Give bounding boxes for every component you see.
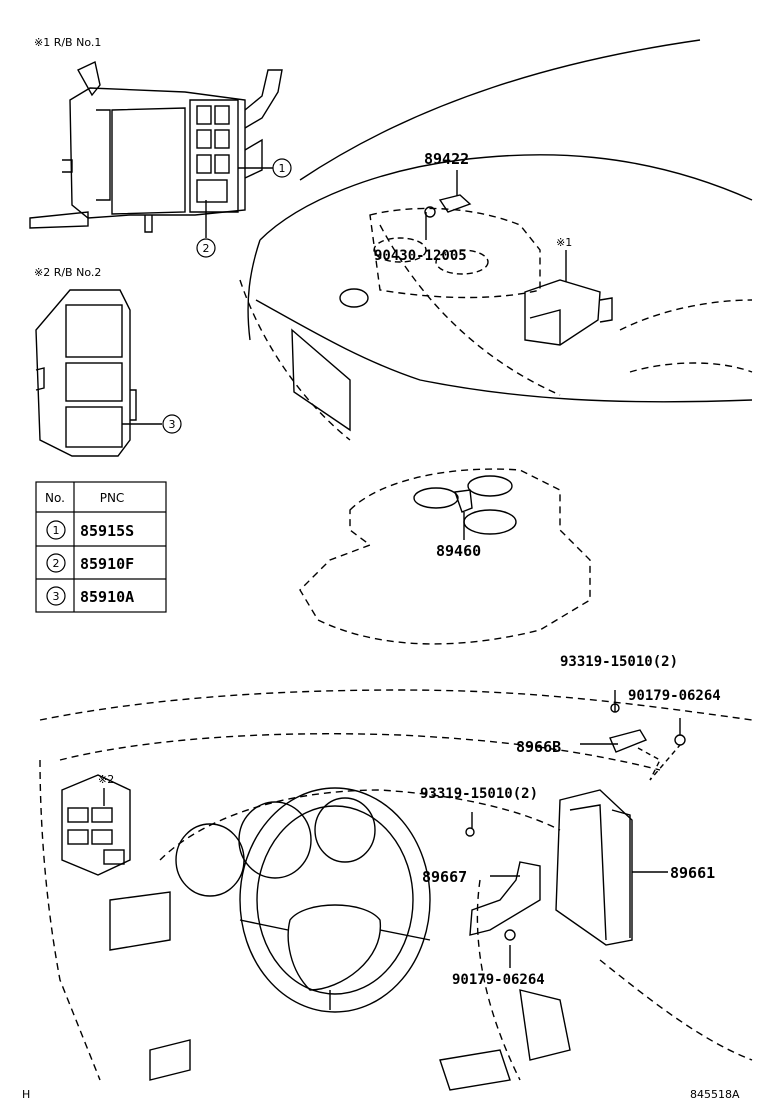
dashboard-drawing — [39, 689, 753, 1091]
relay-block-2-title: ※2 R/B No.2 — [34, 266, 101, 279]
callout-circle-2 — [196, 238, 216, 258]
table-row-1-circle — [46, 520, 66, 540]
relay-block-1-drawing — [29, 60, 283, 233]
table-row-3-no: 3 — [53, 590, 60, 603]
part-89667: 89667 — [422, 868, 467, 886]
part-90179-06264-bottom: 90179-06264 — [452, 972, 545, 988]
pnc-table — [35, 481, 167, 613]
relay-block-2-drawing — [35, 289, 137, 457]
callout-2-text: 2 — [203, 242, 210, 255]
table-row-1-pnc: 85915S — [80, 522, 134, 540]
engine-bay-drawing — [239, 39, 753, 441]
part-93319-15010-mid: 93319-15010(2) — [420, 786, 538, 802]
callout-circle-3 — [162, 414, 182, 434]
table-row-1-no: 1 — [53, 524, 60, 537]
footer-left-code: H — [22, 1088, 30, 1101]
relay-block-1-title: ※1 R/B No.1 — [34, 36, 101, 49]
table-row-2-pnc: 85910F — [80, 555, 134, 573]
table-row-3-circle — [46, 586, 66, 606]
table-header-pnc: PNC — [100, 491, 125, 505]
part-89422: 89422 — [424, 150, 469, 168]
callout-1-text: 1 — [279, 162, 286, 175]
part-93319-15010-top: 93319-15010(2) — [560, 654, 678, 670]
engine-rb-ref: ※1 — [556, 236, 572, 249]
callout-3-text: 3 — [169, 418, 176, 431]
footer-illustration-id: 845518A — [690, 1088, 740, 1101]
table-header-no: No. — [45, 491, 65, 505]
part-90179-06264-top: 90179-06264 — [628, 688, 721, 704]
part-89661: 89661 — [670, 864, 715, 882]
part-8966b: 8966B — [516, 738, 561, 756]
callout-circle-1 — [272, 158, 292, 178]
part-89460: 89460 — [436, 542, 481, 560]
dash-rb-ref: ※2 — [98, 773, 114, 786]
table-row-2-no: 2 — [53, 557, 60, 570]
table-row-2-circle — [46, 553, 66, 573]
part-90430-12005: 90430-12005 — [374, 248, 467, 264]
table-row-3-pnc: 85910A — [80, 588, 134, 606]
